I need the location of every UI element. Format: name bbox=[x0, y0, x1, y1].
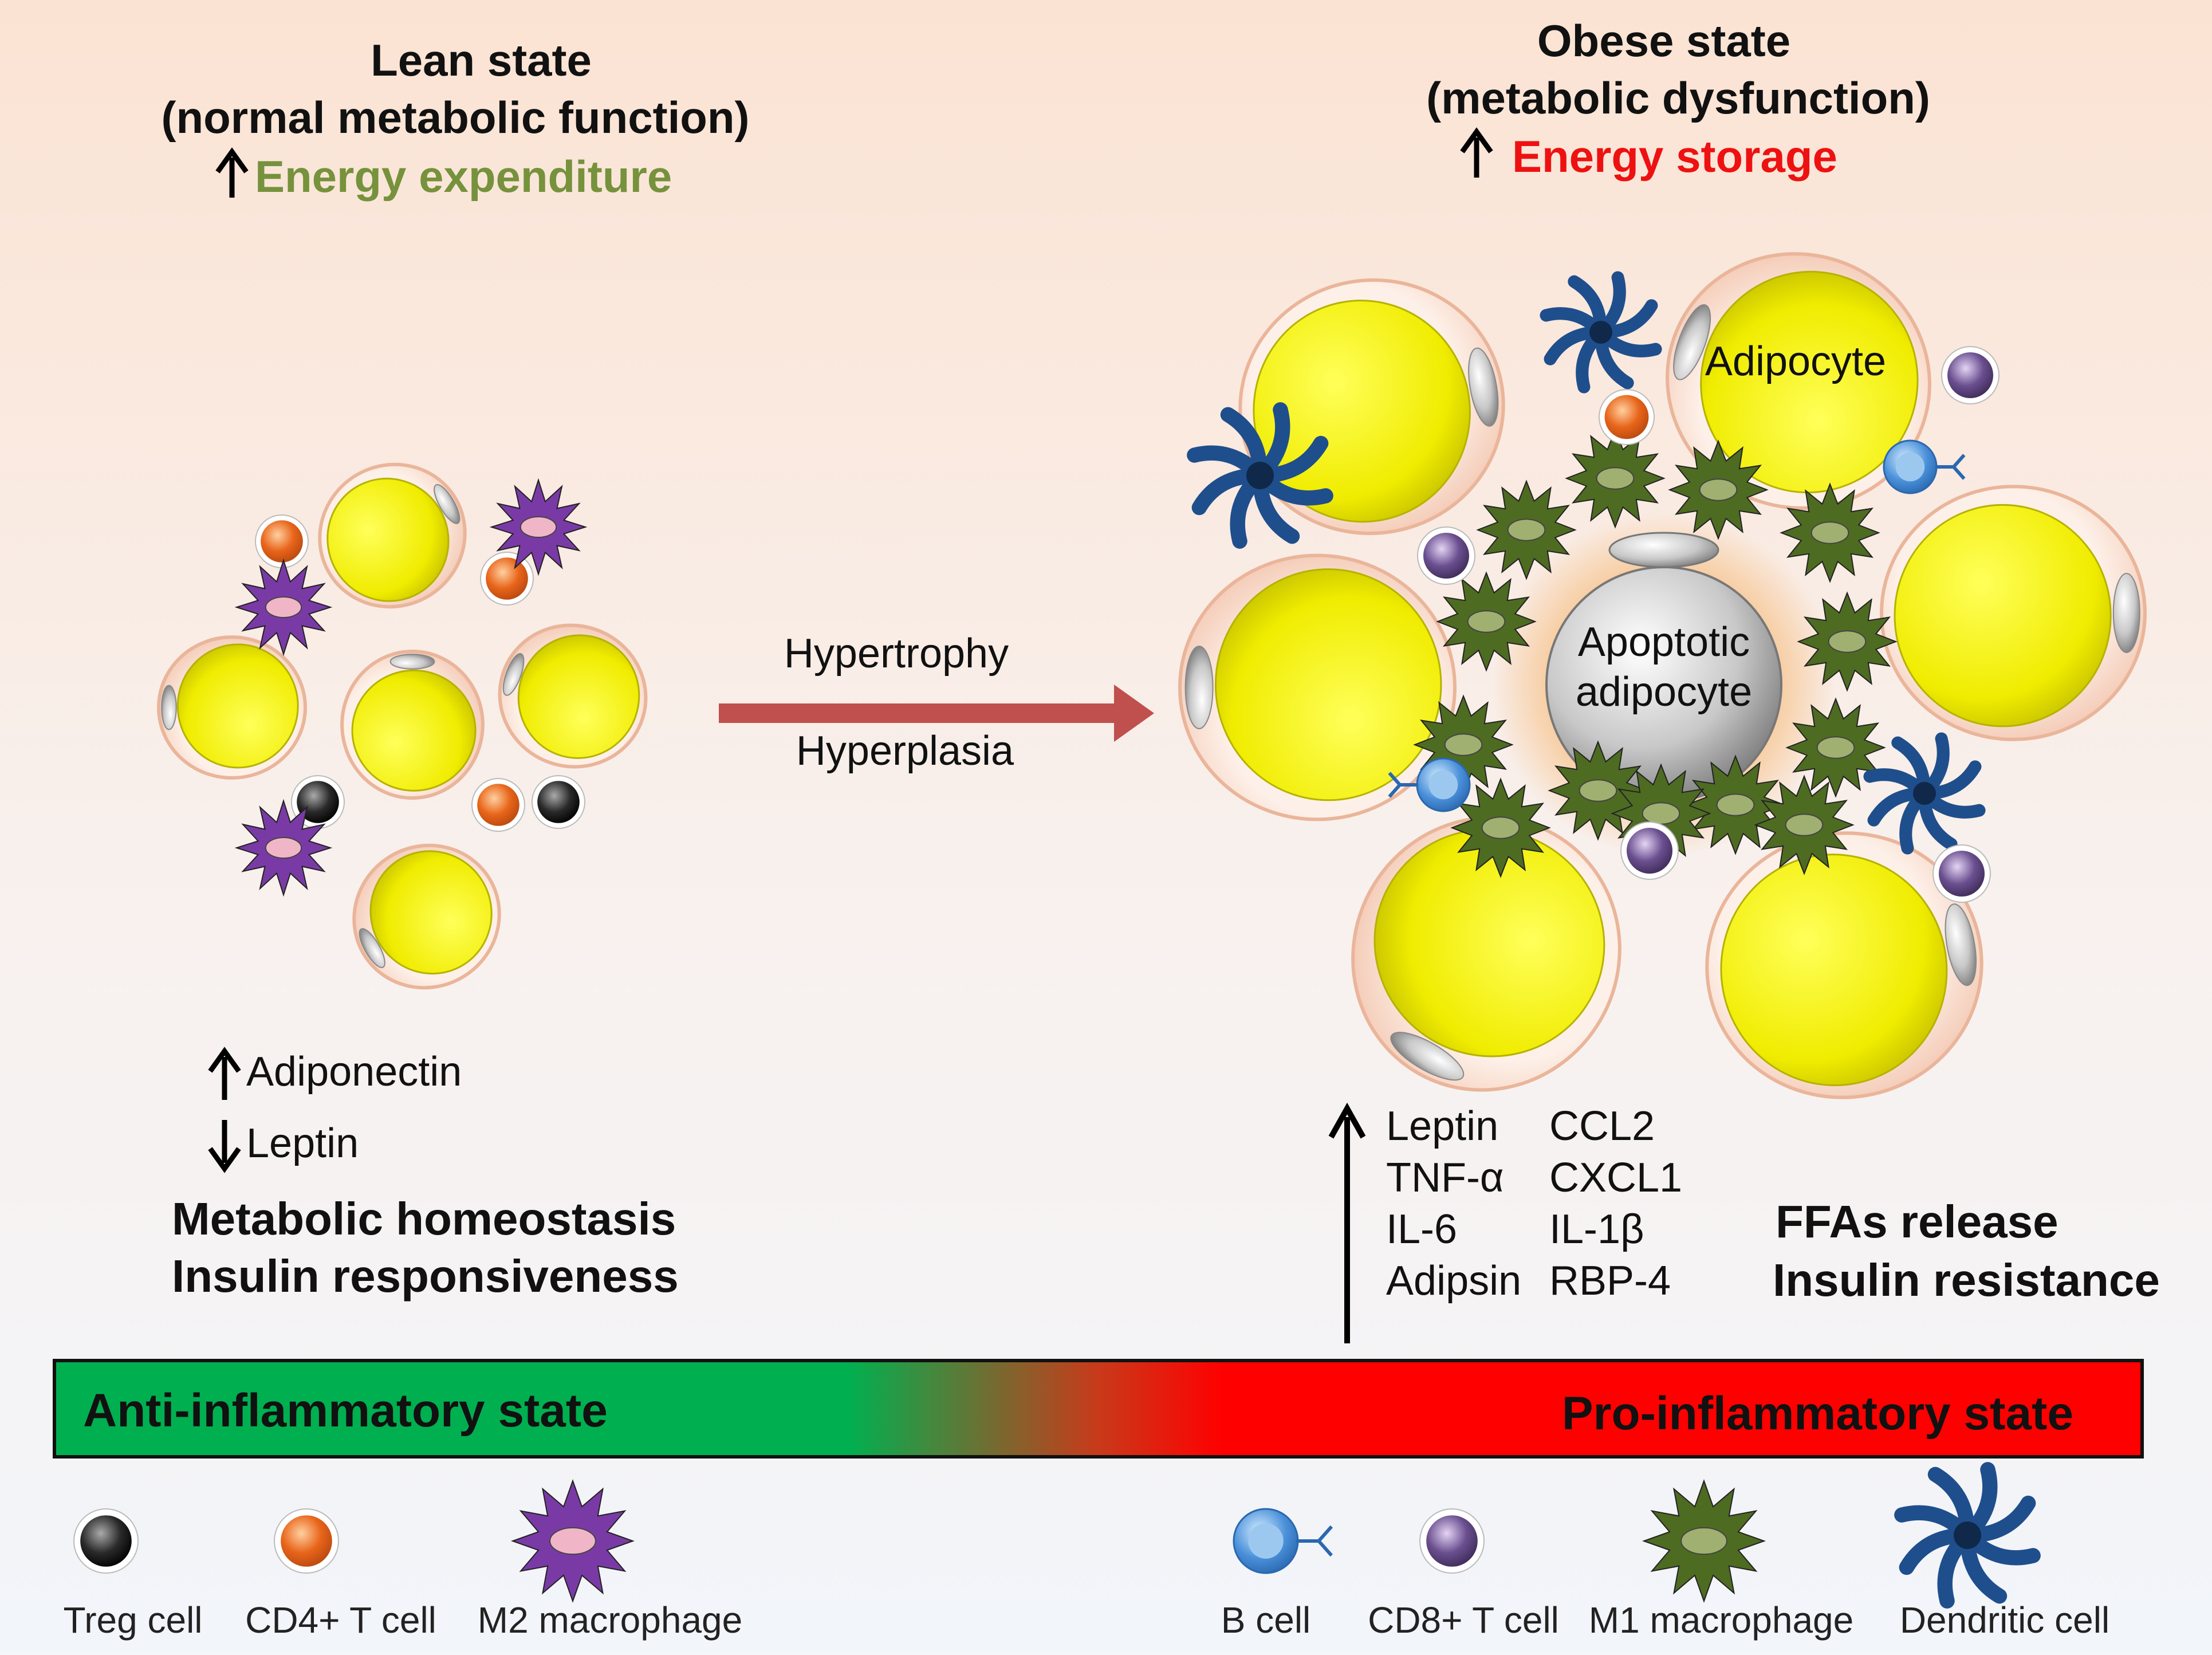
up-arrow-icon bbox=[1460, 127, 1493, 178]
up-arrow-icon bbox=[1328, 1102, 1366, 1343]
up-arrow-icon bbox=[208, 1047, 241, 1100]
lean-adipose-cluster bbox=[157, 462, 648, 990]
right-arrow-icon bbox=[719, 685, 1154, 742]
b-cell-icon bbox=[1233, 1508, 1333, 1574]
lean-outcome-1: Metabolic homeostasis bbox=[172, 1193, 676, 1244]
dendritic-cell-icon bbox=[1894, 1462, 2041, 1609]
adipocyte-cell bbox=[1880, 485, 2147, 741]
adiponectin-label: Adiponectin bbox=[246, 1049, 462, 1095]
hyperplasia-label: Hyperplasia bbox=[796, 728, 1014, 774]
apoptotic-label-line1: Apoptotic bbox=[1578, 619, 1750, 665]
cd8-t-cell-icon bbox=[1419, 1508, 1485, 1574]
lean-outcome-2: Insulin responsiveness bbox=[172, 1251, 679, 1302]
m1-macrophage-icon bbox=[1780, 482, 1880, 583]
anti-inflammatory-label: Anti-inflammatory state bbox=[83, 1385, 608, 1437]
m1-macrophage-icon bbox=[1685, 754, 1786, 855]
cd8-t-cell-icon bbox=[1417, 526, 1475, 585]
cytokine-label: Leptin bbox=[1386, 1103, 1498, 1149]
legend-m1-label: M1 macrophage bbox=[1589, 1599, 1853, 1641]
obese-outcome-2: Insulin resistance bbox=[1773, 1255, 2160, 1306]
leptin-lean-label: Leptin bbox=[246, 1121, 359, 1166]
cd4-t-cell-icon bbox=[255, 514, 309, 568]
cd8-t-cell-icon bbox=[1620, 821, 1679, 880]
apoptotic-label-line2: adipocyte bbox=[1576, 669, 1752, 715]
m1-macrophage-icon bbox=[1436, 571, 1537, 672]
adipocyte-cell bbox=[1178, 553, 1457, 821]
adipocyte-cell bbox=[318, 462, 467, 609]
m1-macrophage-icon bbox=[1785, 697, 1886, 798]
m2-macrophage-icon bbox=[511, 1479, 635, 1603]
cytokine-label: TNF-α bbox=[1386, 1155, 1504, 1201]
cd4-t-cell-icon bbox=[1599, 389, 1655, 445]
adipocyte-cell bbox=[1705, 831, 1983, 1099]
m1-macrophage-icon bbox=[1548, 740, 1648, 841]
dendritic-cell-icon bbox=[1187, 402, 1333, 549]
cd4-t-cell-icon bbox=[480, 552, 534, 606]
m1-macrophage-icon bbox=[1565, 428, 1666, 529]
cytokine-label: CXCL1 bbox=[1549, 1155, 1682, 1201]
cd4-t-cell-icon bbox=[274, 1508, 339, 1574]
adipocyte-cell bbox=[157, 635, 307, 780]
cytokine-label: CCL2 bbox=[1549, 1103, 1655, 1149]
adipocyte-cell bbox=[1351, 816, 1621, 1092]
cd8-t-cell-icon bbox=[1932, 844, 1991, 903]
cytokine-label: Adipsin bbox=[1386, 1258, 1521, 1304]
inflammation-bar: Anti-inflammatory state Pro-inflammatory… bbox=[53, 1359, 2144, 1459]
cd8-t-cell-icon bbox=[1941, 346, 2000, 404]
legend-treg-label: Treg cell bbox=[63, 1599, 202, 1641]
pro-inflammatory-label: Pro-inflammatory state bbox=[1562, 1387, 2073, 1440]
m1-macrophage-icon bbox=[1668, 439, 1769, 540]
obese-title-line1: Obese state bbox=[1537, 15, 1790, 66]
up-arrow-icon bbox=[215, 147, 249, 198]
m2-macrophage-icon bbox=[234, 799, 333, 897]
cytokine-label: IL-1β bbox=[1549, 1206, 1644, 1252]
b-cell-icon bbox=[1883, 439, 1966, 494]
cytokine-label: IL-6 bbox=[1386, 1206, 1457, 1252]
cell-type-legend: Treg cell CD4+ T cell M2 macrophage B cell C… bbox=[63, 1462, 2109, 1641]
adipocyte-cell bbox=[1666, 252, 1931, 510]
treg-cell-icon bbox=[532, 775, 585, 829]
dendritic-cell-icon bbox=[1863, 732, 1986, 855]
m1-macrophage-icon bbox=[1754, 775, 1855, 875]
adipocyte-cell bbox=[352, 843, 501, 990]
b-cell-icon bbox=[1388, 757, 1471, 812]
obese-outcome-1: FFAs release bbox=[1776, 1196, 2059, 1247]
legend-dendritic-label: Dendritic cell bbox=[1900, 1599, 2109, 1641]
obese-energy-label: Energy storage bbox=[1512, 131, 1837, 182]
m2-macrophage-icon bbox=[234, 558, 333, 657]
m1-macrophage-icon bbox=[1797, 591, 1898, 692]
lean-title-line2: (normal metabolic function) bbox=[161, 92, 749, 143]
down-arrow-icon bbox=[208, 1120, 241, 1173]
adipocyte-cell bbox=[498, 623, 648, 769]
m2-macrophage-icon bbox=[489, 478, 588, 576]
m1-macrophage-icon bbox=[1642, 1479, 1766, 1603]
legend-bcell-label: B cell bbox=[1221, 1599, 1311, 1641]
dendritic-cell-icon bbox=[1540, 271, 1662, 394]
m1-macrophage-icon bbox=[1476, 479, 1577, 580]
legend-cd8-label: CD8+ T cell bbox=[1368, 1599, 1559, 1641]
cd4-t-cell-icon bbox=[471, 778, 525, 832]
treg-cell-icon bbox=[73, 1508, 139, 1574]
adipocyte-cell bbox=[340, 650, 485, 800]
hypertrophy-label: Hypertrophy bbox=[784, 631, 1009, 677]
adipocyte-label: Adipocyte bbox=[1705, 339, 1886, 384]
lean-energy-label: Energy expenditure bbox=[255, 151, 672, 202]
cytokine-label: RBP-4 bbox=[1549, 1258, 1671, 1304]
lean-title-line1: Lean state bbox=[371, 35, 592, 85]
legend-cd4-label: CD4+ T cell bbox=[245, 1599, 436, 1641]
legend-m2-label: M2 macrophage bbox=[478, 1599, 742, 1641]
obese-title-line2: (metabolic dysfunction) bbox=[1426, 73, 1930, 123]
